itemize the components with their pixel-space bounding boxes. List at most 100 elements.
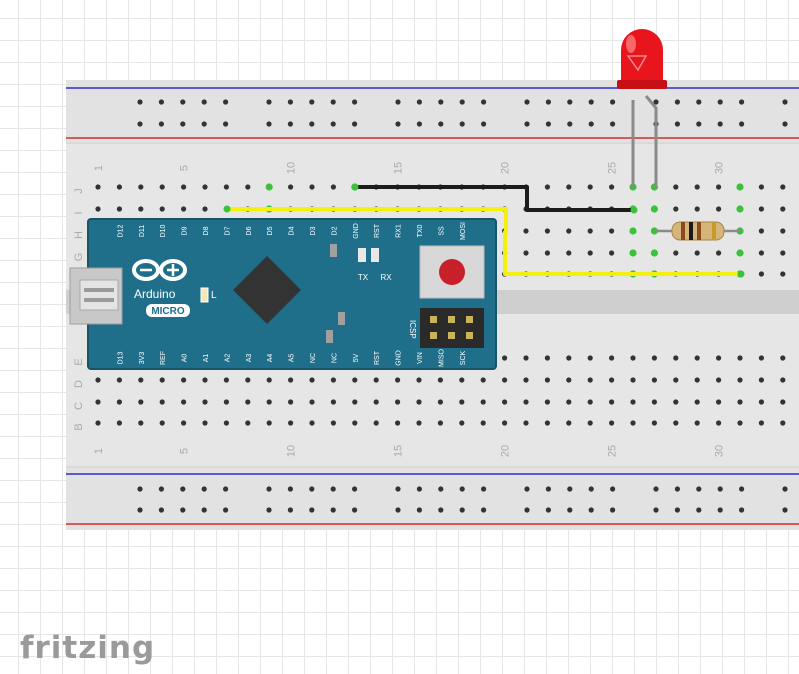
breadboard-hole <box>459 420 465 426</box>
breadboard-hole <box>609 184 615 190</box>
breadboard-hole <box>330 486 336 492</box>
arduino-pin-label: D3 <box>310 226 317 235</box>
breadboard-hole <box>438 121 444 127</box>
breadboard-hole <box>523 355 529 361</box>
breadboard-hole <box>138 420 144 426</box>
breadboard-hole <box>223 399 229 405</box>
breadboard-hole <box>159 184 165 190</box>
breadboard-hole <box>544 399 551 405</box>
bottom-power-rail <box>66 468 799 530</box>
yellow-wire-top[interactable] <box>225 207 508 234</box>
arduino-pin-label: REF <box>160 351 167 365</box>
breadboard-hole <box>673 355 679 361</box>
breadboard-hole <box>651 420 658 426</box>
breadboard-hole <box>159 399 165 405</box>
breadboard-hole <box>566 250 572 256</box>
breadboard-hole <box>567 507 573 513</box>
column-label: 1 <box>93 448 105 454</box>
breadboard-hole <box>651 399 658 405</box>
breadboard-hole <box>780 420 786 426</box>
arduino-pin-label: SCK <box>460 350 467 365</box>
breadboard-hole <box>739 507 745 513</box>
breadboard-hole <box>716 184 722 190</box>
breadboard-hole <box>95 184 101 190</box>
breadboard-hole <box>610 486 616 492</box>
arduino-pin-label: D12 <box>117 224 124 237</box>
breadboard-hole <box>696 121 702 127</box>
fritzing-logo: fritzing <box>20 630 156 666</box>
tx-label: TX <box>358 273 369 282</box>
breadboard-hole <box>566 420 572 426</box>
red-led[interactable] <box>617 29 667 187</box>
arduino-pin-label: MOSI <box>460 222 467 240</box>
breadboard-hole <box>696 99 702 105</box>
breadboard-hole <box>674 99 681 105</box>
breadboard-hole <box>780 184 786 190</box>
breadboard-hole <box>223 507 229 513</box>
breadboard-hole <box>717 507 723 513</box>
breadboard-hole <box>481 486 487 492</box>
breadboard-hole <box>609 420 615 426</box>
breadboard-hole <box>137 121 143 127</box>
breadboard-hole <box>782 486 788 492</box>
breadboard-hole <box>181 420 187 426</box>
breadboard-hole <box>180 507 186 513</box>
breadboard-hole <box>138 377 144 383</box>
breadboard-hole <box>651 377 658 383</box>
breadboard-hole <box>459 377 465 383</box>
breadboard-hole <box>524 121 530 127</box>
arduino-pin-label: RST <box>374 223 381 238</box>
breadboard-hole <box>287 99 293 105</box>
breadboard-hole <box>758 228 765 234</box>
breadboard-hole <box>782 121 788 127</box>
breadboard-hole <box>309 399 315 405</box>
arduino-pin-label: TX0 <box>417 224 424 237</box>
breadboard-hole <box>674 507 681 513</box>
breadboard-hole <box>545 121 552 127</box>
breadboard-hole <box>651 355 658 361</box>
top-power-rail <box>66 80 799 142</box>
breadboard-hole <box>480 399 486 405</box>
row-label: C <box>73 402 85 410</box>
breadboard-hole <box>545 486 552 492</box>
arduino-pin-label: D13 <box>117 351 124 364</box>
breadboard-hole <box>566 377 572 383</box>
resistor[interactable] <box>656 221 741 241</box>
column-label: 1 <box>93 165 105 171</box>
breadboard-hole <box>459 486 465 492</box>
breadboard-hole <box>609 399 615 405</box>
breadboard-hole <box>309 377 315 383</box>
breadboard-hole <box>309 486 315 492</box>
breadboard-hole <box>739 99 745 105</box>
breadboard-hole <box>737 377 743 383</box>
breadboard-hole <box>330 121 336 127</box>
yellow-wire-bottom[interactable] <box>503 230 743 276</box>
breadboard-hole <box>716 420 722 426</box>
breadboard-hole <box>736 205 744 213</box>
breadboard-hole <box>609 355 615 361</box>
breadboard-hole <box>352 377 358 383</box>
breadboard-hole <box>223 121 229 127</box>
breadboard-hole <box>116 377 122 383</box>
breadboard-hole <box>609 228 615 234</box>
reset-button[interactable] <box>419 245 485 299</box>
black-wire[interactable] <box>353 185 636 212</box>
breadboard-hole <box>653 507 659 513</box>
breadboard-hole <box>265 183 273 191</box>
breadboard-hole <box>567 121 573 127</box>
breadboard-hole <box>650 205 659 213</box>
breadboard-hole <box>158 507 164 513</box>
breadboard-hole <box>245 184 251 190</box>
breadboard-hole <box>716 355 722 361</box>
row-label: D <box>73 380 85 388</box>
breadboard-hole <box>202 206 208 212</box>
breadboard-hole <box>330 184 336 190</box>
breadboard-hole <box>780 206 786 212</box>
breadboard-hole <box>758 377 765 383</box>
breadboard-hole <box>587 228 593 234</box>
breadboard-hole <box>201 507 207 513</box>
breadboard-hole <box>138 184 144 190</box>
tx-led <box>358 248 366 262</box>
microcontroller-chip <box>233 256 301 324</box>
